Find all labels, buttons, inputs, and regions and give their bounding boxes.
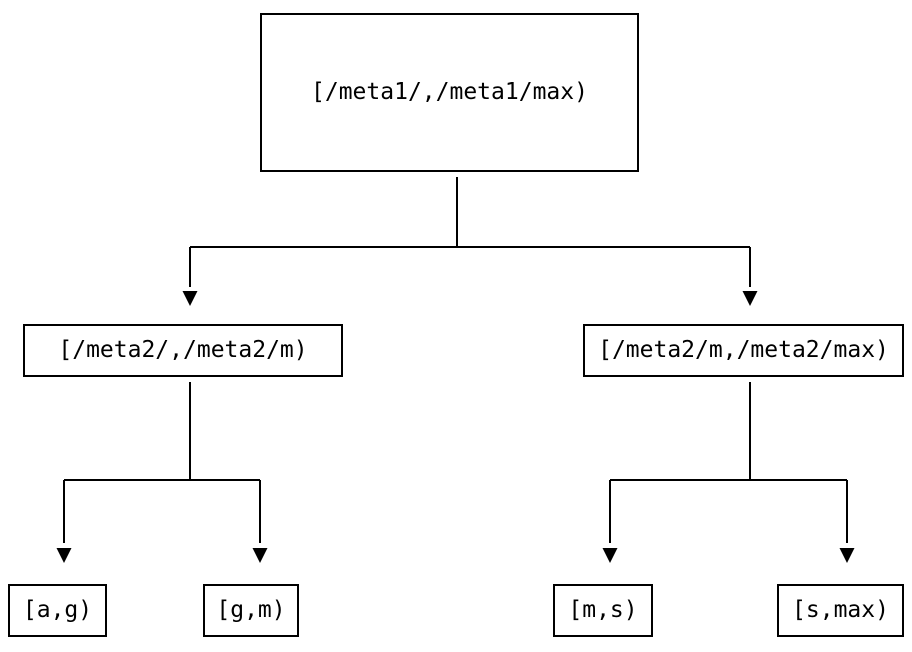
arrow-down-icon xyxy=(56,548,72,563)
node-leaf-gm-label: [g,m) xyxy=(216,597,286,623)
arrow-down-icon xyxy=(839,548,855,563)
node-root-label: [/meta1/,/meta1/max) xyxy=(311,79,588,105)
node-meta2-right-label: [/meta2/m,/meta2/max) xyxy=(598,337,889,363)
node-leaf-ms-label: [m,s) xyxy=(568,597,638,623)
node-meta2-right: [/meta2/m,/meta2/max) xyxy=(583,324,904,377)
arrow-down-icon xyxy=(742,291,758,306)
arrow-down-icon xyxy=(252,548,268,563)
node-leaf-smax-label: [s,max) xyxy=(792,597,889,623)
node-root: [/meta1/,/meta1/max) xyxy=(260,13,639,172)
arrow-down-icon xyxy=(602,548,618,563)
node-leaf-ag-label: [a,g) xyxy=(22,597,93,623)
node-leaf-gm: [g,m) xyxy=(203,584,299,637)
arrow-down-icon xyxy=(182,291,198,306)
node-meta2-left: [/meta2/,/meta2/m) xyxy=(23,324,343,377)
node-leaf-smax: [s,max) xyxy=(777,584,904,637)
node-leaf-ms: [m,s) xyxy=(553,584,653,637)
node-meta2-left-label: [/meta2/,/meta2/m) xyxy=(58,337,308,363)
node-leaf-ag: [a,g) xyxy=(8,584,107,637)
